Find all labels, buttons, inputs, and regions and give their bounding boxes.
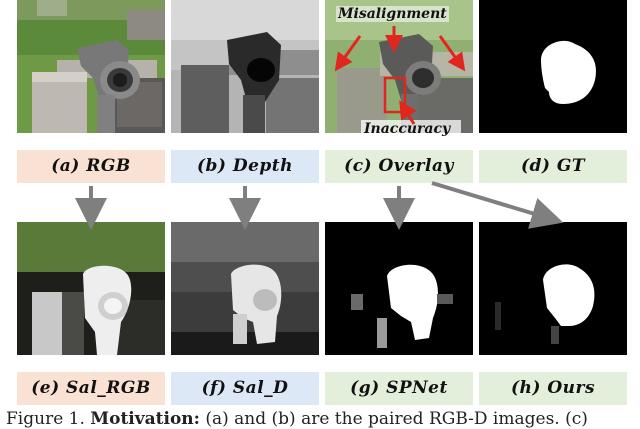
- ours-image: [479, 222, 627, 355]
- label-spnet: (g) SPNet: [325, 372, 473, 405]
- inaccuracy-backdrop: [361, 120, 461, 133]
- gt-image: [479, 0, 627, 133]
- label-gt: (d) GT: [479, 150, 627, 183]
- label-sal-d: (f) Sal_D: [171, 372, 319, 405]
- panel-sal-rgb: [17, 222, 165, 355]
- inaccuracy-arrow: [399, 100, 417, 125]
- panel-depth: [171, 0, 319, 133]
- panel-spnet: [325, 222, 473, 355]
- figure-caption: Figure 1. Motivation: (a) and (b) are th…: [6, 409, 588, 429]
- inaccuracy-box: [383, 76, 407, 114]
- misalignment-label: Misalignment: [336, 6, 449, 22]
- rgb-image: [17, 0, 165, 133]
- sal-d-image: [171, 222, 319, 355]
- label-rgb: (a) RGB: [17, 150, 165, 183]
- spnet-image: [325, 222, 473, 355]
- label-depth: (b) Depth: [171, 150, 319, 183]
- inaccuracy-label: Inaccuracy: [364, 121, 451, 137]
- panel-gt: [479, 0, 627, 133]
- misalignment-arrow-right: [438, 35, 466, 72]
- label-sal-rgb: (e) Sal_RGB: [17, 372, 165, 405]
- depth-image: [171, 0, 319, 133]
- panel-ours: [479, 222, 627, 355]
- label-ours: (h) Ours: [479, 372, 627, 405]
- panel-sal-d: [171, 222, 319, 355]
- arrow-overlay-to-ours: [431, 181, 564, 229]
- label-overlay: (c) Overlay: [325, 150, 473, 183]
- sal-rgb-image: [17, 222, 165, 355]
- misalignment-arrow-left: [334, 35, 362, 72]
- panel-rgb: [17, 0, 165, 133]
